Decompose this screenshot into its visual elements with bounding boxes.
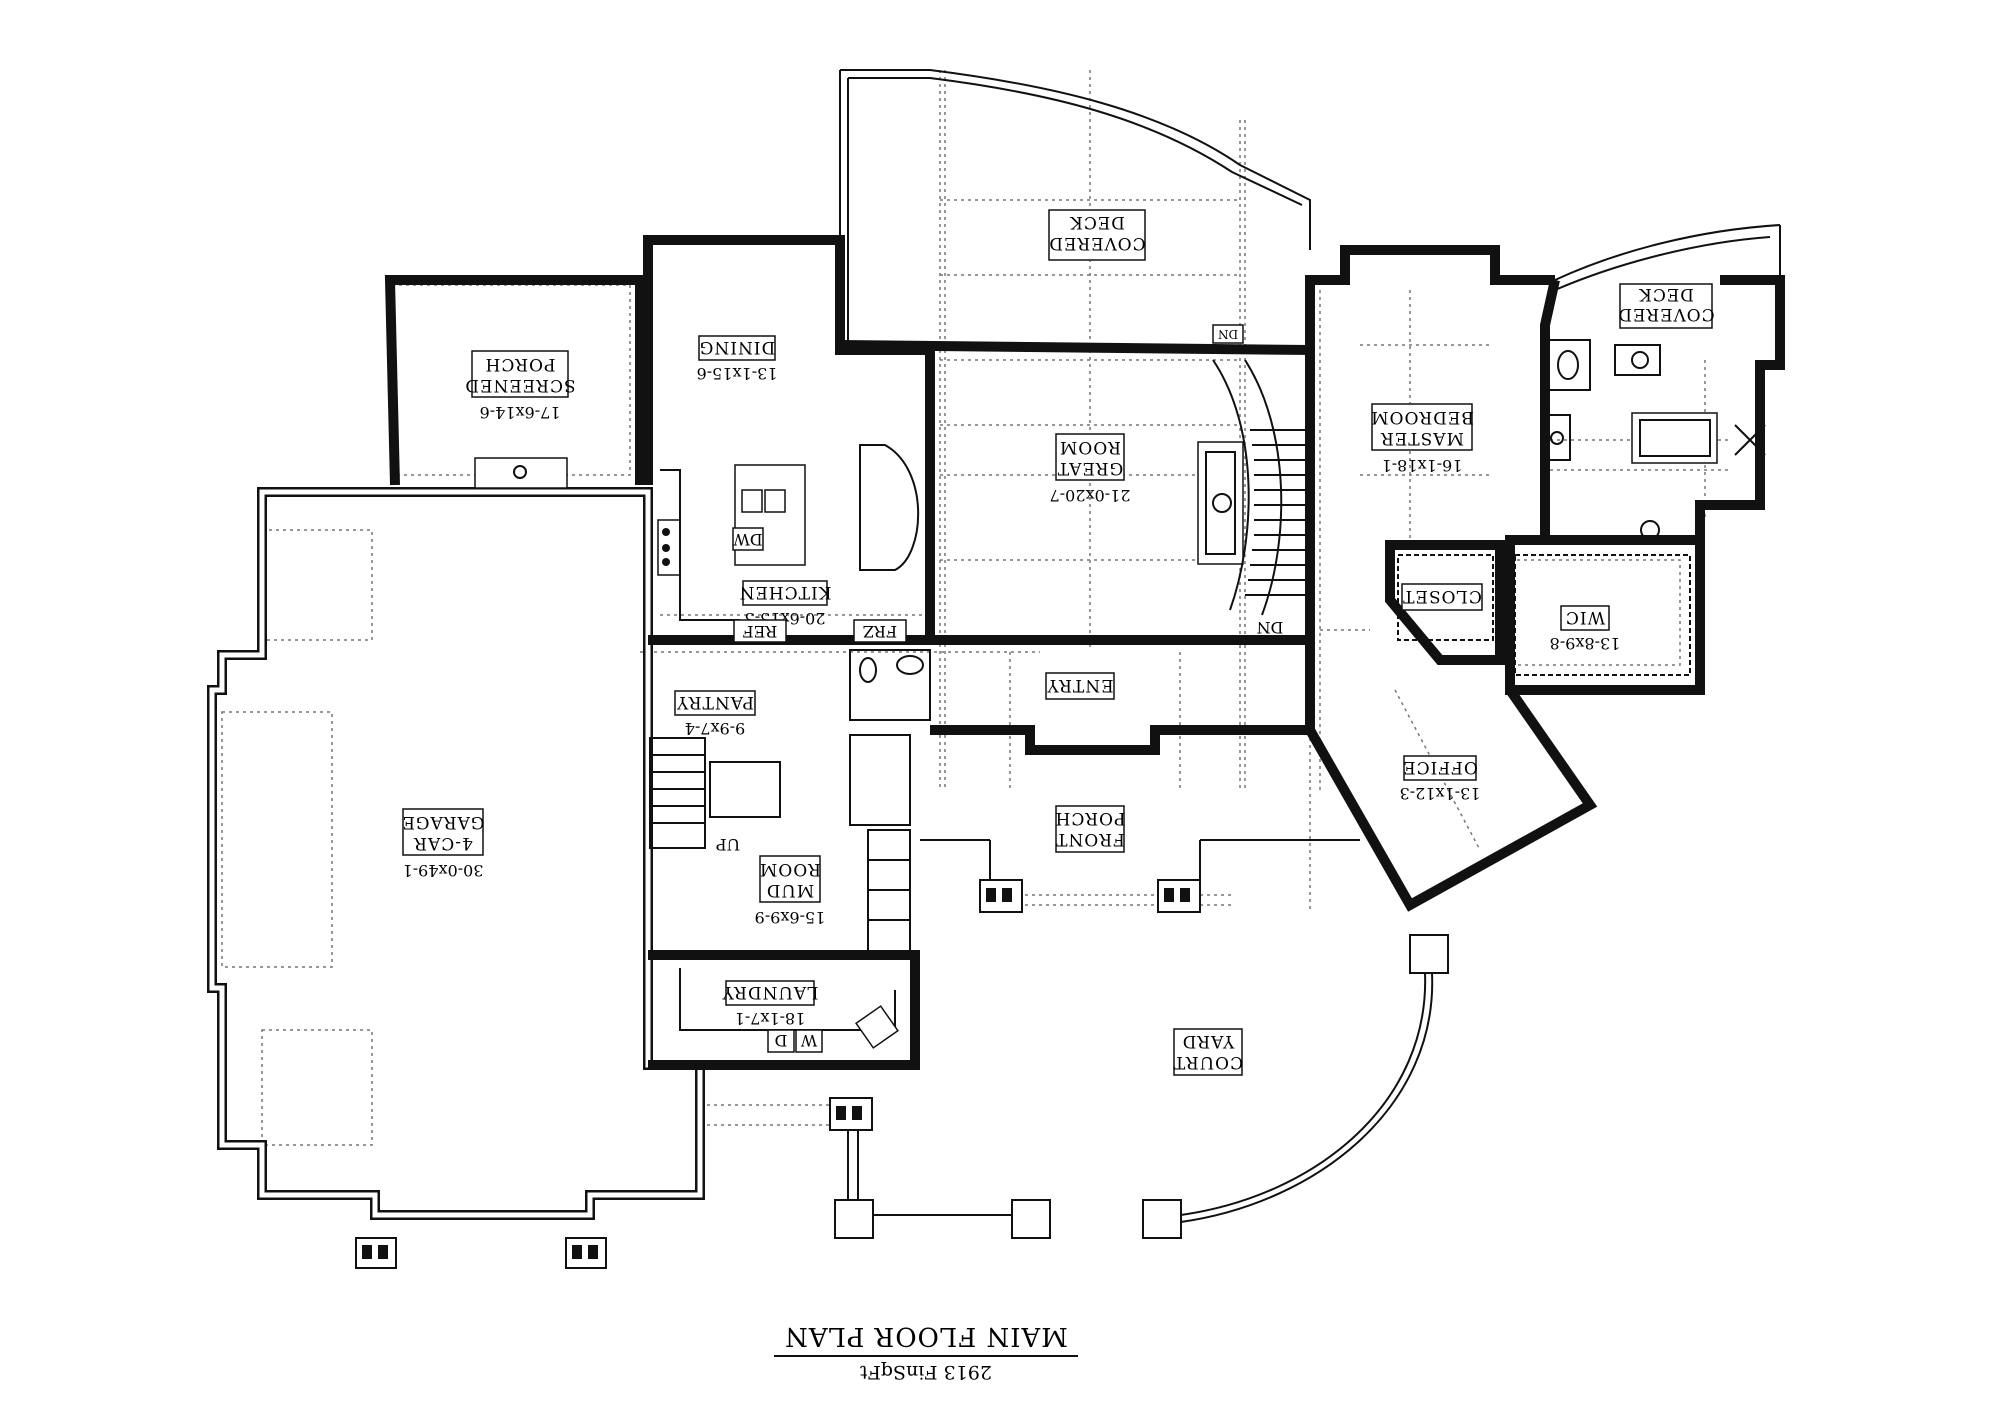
label-great-room: GREAT ROOM 21-0x20-7 bbox=[1050, 433, 1131, 505]
closet-name: CLOSET bbox=[1402, 586, 1482, 606]
covered-deck-right-name-2: DECK bbox=[1638, 284, 1694, 304]
garage-dims: 30-0x49-1 bbox=[403, 861, 484, 880]
mud-room-dims: 15-6x9-9 bbox=[755, 908, 826, 927]
master-bedroom-name: MASTER bbox=[1380, 428, 1464, 448]
wic-dims: 13-8x9-8 bbox=[1550, 634, 1621, 653]
subtitle-text: 2913 FinSqFt bbox=[860, 1361, 992, 1383]
toilet-icon bbox=[859, 657, 877, 683]
label-dining: DINING 13-1x15-6 bbox=[697, 335, 778, 383]
fireplace-icon bbox=[474, 457, 568, 489]
dining-dims: 13-1x15-6 bbox=[697, 364, 778, 383]
label-master-bedroom: MASTER BEDROOM 16-1x18-1 bbox=[1370, 403, 1474, 475]
covered-deck-top-name-2: DECK bbox=[1069, 212, 1125, 232]
pantry-dims: 9-9x7-4 bbox=[685, 719, 746, 738]
label-screened-porch: SCREENED PORCH 17-6x14-6 bbox=[464, 350, 576, 422]
title-text: MAIN FLOOR PLAN bbox=[784, 1321, 1068, 1351]
master-bedroom-name-2: BEDROOM bbox=[1370, 407, 1474, 427]
svg-text:DN: DN bbox=[1218, 327, 1238, 341]
office-dims: 13-1x12-3 bbox=[1400, 784, 1481, 803]
exterior-walls bbox=[207, 69, 1785, 1220]
tag-dn: DN bbox=[1257, 618, 1284, 637]
mud-lockers bbox=[867, 829, 911, 956]
toilet-icon bbox=[1557, 350, 1579, 380]
great-room-dims: 21-0x20-7 bbox=[1050, 486, 1131, 505]
tag-dryer: D bbox=[775, 1031, 788, 1050]
dryer-icon bbox=[767, 1029, 795, 1053]
label-court-yard: COURT YARD bbox=[1173, 1028, 1243, 1076]
room-labels: COVERED DECK DINING 13-1x15-6 SCREENED P… bbox=[402, 209, 1715, 1076]
svg-text:REF: REF bbox=[743, 622, 778, 641]
svg-text:FRZ: FRZ bbox=[863, 622, 897, 641]
label-covered-deck-top: COVERED DECK bbox=[1048, 209, 1146, 261]
laundry-sink-icon bbox=[855, 1005, 899, 1049]
tub-icon bbox=[1631, 412, 1718, 464]
dining-name: DINING bbox=[699, 337, 775, 357]
tag-dn-small: DN bbox=[1212, 324, 1244, 344]
label-entry: ENTRY bbox=[1045, 672, 1115, 700]
label-closet: CLOSET bbox=[1401, 583, 1483, 611]
screened-porch-dims: 17-6x14-6 bbox=[480, 403, 561, 422]
interior-details bbox=[474, 339, 1766, 1053]
tag-frz: FRZ bbox=[853, 619, 907, 643]
tag-washer: W bbox=[800, 1031, 817, 1050]
label-covered-deck-right: COVERED DECK bbox=[1617, 283, 1715, 329]
front-porch-name-2: PORCH bbox=[1054, 808, 1125, 828]
label-mud-room: MUD ROOM 15-6x9-9 bbox=[755, 855, 826, 927]
mud-room-name: MUD bbox=[766, 880, 814, 900]
label-garage: 4-CAR GARAGE 30-0x49-1 bbox=[402, 808, 485, 880]
tag-ref: REF bbox=[733, 619, 787, 643]
court-yard-name: COURT bbox=[1173, 1052, 1243, 1072]
laundry-dims: 18-1x7-1 bbox=[735, 1009, 806, 1028]
label-kitchen: KITCHEN 20-6x13-3 bbox=[739, 580, 832, 628]
tag-up: UP bbox=[716, 835, 740, 854]
label-wic: WIC 13-8x9-8 bbox=[1550, 605, 1621, 653]
office-name: OFFICE bbox=[1402, 757, 1478, 777]
label-office: OFFICE 13-1x12-3 bbox=[1400, 755, 1481, 803]
covered-deck-right-name: COVERED bbox=[1617, 304, 1714, 324]
svg-text:D: D bbox=[775, 1031, 788, 1050]
sink-icon bbox=[896, 655, 924, 675]
master-bedroom-dims: 16-1x18-1 bbox=[1382, 456, 1463, 475]
sink-icon bbox=[1631, 351, 1649, 369]
label-front-porch: FRONT PORCH bbox=[1054, 805, 1126, 853]
screened-porch-name: SCREENED bbox=[464, 375, 575, 395]
mud-room-name-2: ROOM bbox=[759, 859, 821, 879]
tag-dw: DW bbox=[732, 527, 764, 551]
svg-text:DW: DW bbox=[733, 530, 763, 549]
entry-name: ENTRY bbox=[1046, 675, 1113, 695]
label-laundry: LAUNDRY 18-1x7-1 bbox=[722, 980, 819, 1028]
great-room-name-2: ROOM bbox=[1059, 437, 1121, 457]
front-porch-name: FRONT bbox=[1055, 829, 1125, 849]
mud-stair bbox=[649, 737, 706, 849]
screened-porch-name-2: PORCH bbox=[484, 354, 555, 374]
svg-text:UP: UP bbox=[716, 835, 740, 854]
great-room-name: GREAT bbox=[1057, 458, 1123, 478]
stair-treads bbox=[1245, 429, 1310, 596]
garage-name-2: GARAGE bbox=[402, 812, 485, 832]
label-pantry: PANTRY 9-9x7-4 bbox=[674, 690, 756, 738]
kitchen-name: KITCHEN bbox=[739, 582, 832, 602]
court-yard-name-2: YARD bbox=[1182, 1031, 1236, 1051]
washer-icon bbox=[795, 1029, 823, 1053]
svg-text:DN: DN bbox=[1257, 618, 1284, 637]
great-room-fireplace-icon bbox=[1197, 441, 1244, 565]
svg-text:W: W bbox=[800, 1031, 817, 1050]
plan-title: MAIN FLOOR PLAN 2913 FinSqFt bbox=[774, 1321, 1078, 1383]
pantry-name: PANTRY bbox=[676, 692, 754, 712]
garage-name: 4-CAR bbox=[413, 833, 473, 853]
sink-icon bbox=[741, 489, 763, 513]
laundry-name: LAUNDRY bbox=[722, 982, 819, 1002]
wic-name: WIC bbox=[1565, 607, 1605, 627]
exterior-posts bbox=[355, 839, 1449, 1269]
covered-deck-top-name: COVERED bbox=[1048, 233, 1145, 253]
